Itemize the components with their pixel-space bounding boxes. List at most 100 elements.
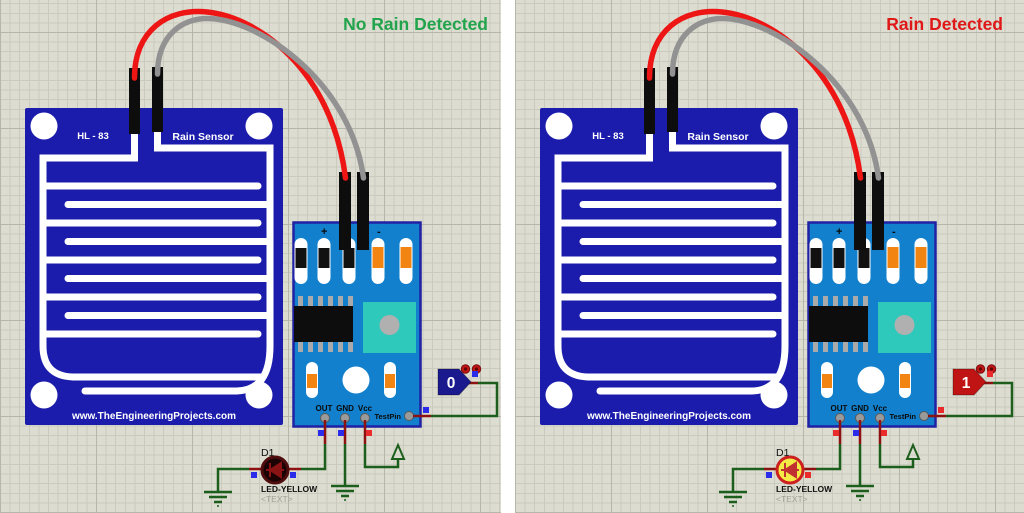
plate-connector-pin[interactable] [152,67,163,132]
resistor-row [809,238,928,284]
plate-model-label: HL - 83 [77,131,109,142]
ic-body [809,306,868,342]
resistor-band [385,374,395,388]
probe-value: 0 [447,375,456,392]
indicator-square-led-right [805,472,811,478]
module-connector-pin[interactable] [339,172,351,250]
indicator-square-led-left [766,472,772,478]
indicator-square-out [833,430,839,436]
resistor-band [343,248,355,268]
sensor-module[interactable]: + - [807,221,937,428]
testpin-pin[interactable] [919,411,929,421]
vcc-label: Vcc [358,404,373,413]
led-type-label: LED-YELLOW [776,484,833,494]
wire-led-to-ground[interactable] [731,467,764,492]
indicator-square-gnd [853,430,859,436]
module-pin-stubs [838,420,882,444]
indicator-square-testpin [938,407,944,413]
resistor-band [318,248,330,268]
ground-dot [344,499,346,501]
mounting-hole [245,112,273,140]
sensor-traces [39,126,274,395]
panel-no-rain: No Rain Detected HL - 83 Rain Sensor www… [0,0,501,513]
wire-vcc-to-power[interactable] [363,444,400,469]
electrode-fingers-left [39,182,262,338]
plate-connector-pin[interactable] [644,68,655,134]
green-wires[interactable] [216,381,499,492]
panel-rain: Rain Detected HL - 83 Rain Sensor www.Th… [515,0,1024,513]
wire-out-to-led[interactable] [301,444,327,471]
plus-label: + [836,226,842,238]
rain-sensor-plate[interactable]: HL - 83 Rain Sensor www.TheEngineeringPr… [25,108,283,425]
resistor-band [307,374,317,388]
circuit-view: Rain Detected HL - 83 Rain Sensor www.Th… [540,8,1014,507]
power-terminal[interactable] [390,442,406,460]
logic-probe[interactable]: 0 [437,364,482,396]
ground-symbol[interactable] [846,484,874,501]
indicator-square-vcc [881,430,887,436]
ground-symbol[interactable] [204,490,232,507]
ic-body [294,306,353,342]
gnd-label: GND [851,404,869,413]
electrode-fingers-right [579,201,789,319]
ground-dot [859,499,861,501]
wire-vcc-to-power[interactable] [878,444,915,469]
indicator-square-out [318,430,324,436]
red-wire[interactable] [131,8,349,181]
probe-value: 1 [962,375,971,392]
red-wire[interactable] [646,8,864,181]
resistor-band [900,374,910,388]
rain-sensor-plate[interactable]: HL - 83 Rain Sensor www.TheEngineeringPr… [540,108,798,425]
led-type-label: LED-YELLOW [261,484,318,494]
mounting-hole [760,112,788,140]
electrode-right [596,126,789,395]
led[interactable] [775,455,805,485]
mounting-circle [342,366,370,394]
indicator-square-led-right [290,472,296,478]
ground-symbol[interactable] [719,490,747,507]
gnd-label: GND [336,404,354,413]
indicator-square-probe [987,371,993,377]
ground-symbol[interactable] [331,484,359,501]
plate-url-label: www.TheEngineeringProjects.com [586,411,751,422]
logic-probe[interactable]: 1 [952,364,997,396]
module-connector-pin[interactable] [357,172,369,250]
led-ref-label: D1 [261,447,275,459]
led-ref-label: D1 [776,447,790,459]
led-diode-symbol [266,461,284,479]
circuit-view: No Rain Detected HL - 83 Rain Sensor www… [25,8,499,507]
vcc-label: Vcc [873,404,888,413]
mounting-hole [30,112,58,140]
module-connector-pin[interactable] [872,172,884,250]
indicator-square-probe [472,371,478,377]
panel-title: No Rain Detected [343,14,488,34]
resistor-row [294,238,413,284]
testpin-label: TestPin [889,412,916,421]
plus-label: + [321,226,327,238]
plate-connector-pin[interactable] [129,68,140,134]
panel-title: Rain Detected [886,14,1003,34]
resistor-band [822,374,832,388]
wire-led-to-ground[interactable] [216,467,249,492]
testpin-pin[interactable] [404,411,414,421]
led-text-label: <TEXT> [261,494,293,504]
gray-wire[interactable] [669,15,882,181]
ground-dot [732,505,734,507]
wire-testpin-to-probe[interactable] [431,381,499,418]
plate-name-label: Rain Sensor [172,131,233,143]
minus-label: - [892,226,896,238]
electrode-fingers-left [554,182,777,338]
green-wires[interactable] [731,381,1014,492]
electrode-fingers-right [64,201,274,319]
resistor-band [915,247,927,268]
potentiometer [878,302,931,353]
sensor-module[interactable]: + - [292,221,422,428]
gray-wire[interactable] [154,15,367,181]
mounting-hole [545,381,573,409]
power-terminal[interactable] [905,442,921,460]
wire-out-to-led[interactable] [816,444,842,471]
module-connector-pin[interactable] [854,172,866,250]
led[interactable] [260,455,290,485]
plate-connector-pin[interactable] [667,67,678,132]
wire-testpin-to-probe[interactable] [946,381,1014,418]
